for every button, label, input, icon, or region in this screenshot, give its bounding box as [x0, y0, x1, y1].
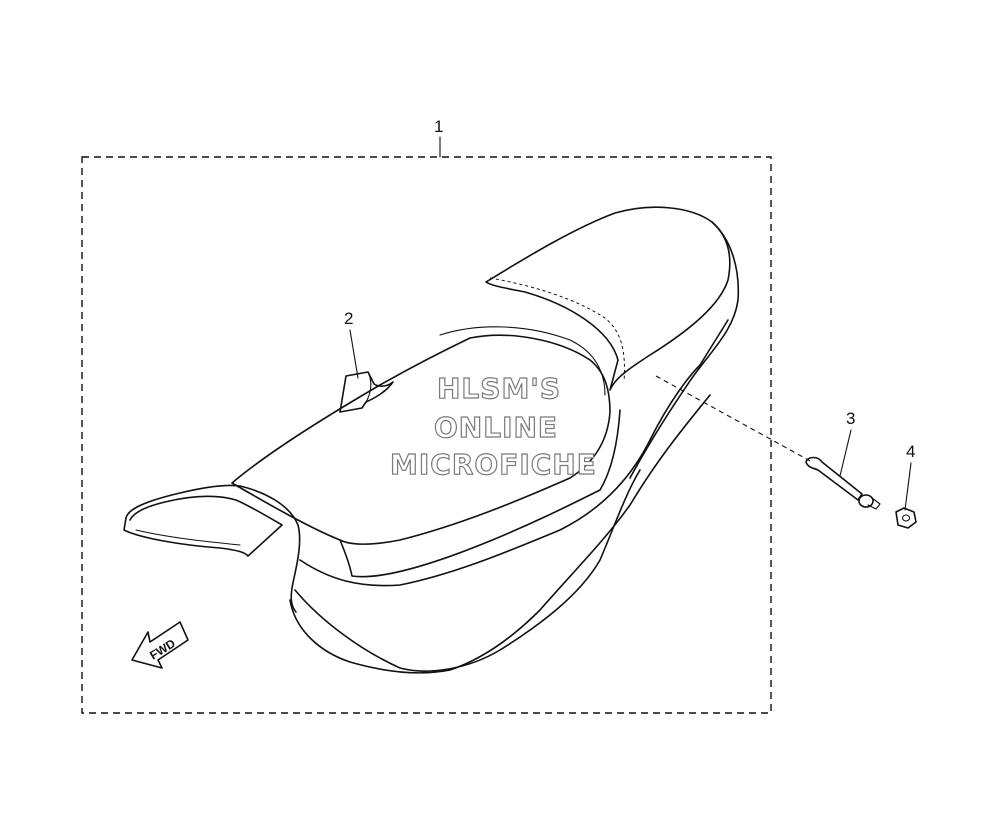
seat-front-tongue — [125, 484, 301, 613]
fwd-arrow-icon — [131, 621, 189, 669]
seat-base — [294, 319, 729, 672]
watermark: HLSM'S ONLINE MICROFICHE — [389, 371, 597, 481]
callout-number-4: 4 — [906, 442, 915, 461]
callout-3-leader — [839, 429, 852, 477]
callout-number-2: 2 — [344, 309, 353, 328]
part-4-nut: 4 — [895, 442, 917, 529]
seat-front-tongue-edge — [135, 529, 241, 546]
part-3-bolt: 3 — [805, 409, 881, 510]
watermark-line-3: MICROFICHE — [390, 448, 597, 481]
seat-skirt — [289, 394, 711, 674]
bolt-head-icon — [858, 494, 874, 508]
part-2-label-tag: 2 — [339, 309, 394, 413]
rear-seat-side-panel — [629, 221, 740, 479]
rear-seat-stitch — [489, 277, 625, 383]
seat-assembly — [123, 206, 740, 674]
rear-seat-cushion — [485, 206, 731, 391]
fwd-direction-indicator: FWD — [131, 621, 189, 669]
watermark-line-2: ONLINE — [434, 411, 558, 444]
label-tag-fold — [365, 371, 372, 403]
seat-assembly-boundary — [81, 156, 772, 714]
callout-number-3: 3 — [846, 409, 855, 428]
callout-4-leader — [904, 462, 912, 511]
front-seat-panel — [439, 326, 606, 396]
bolt-install-path — [655, 375, 813, 463]
seat-front-tongue-inner — [123, 495, 283, 557]
front-seat-side — [339, 409, 621, 578]
bolt-shaft-icon — [805, 456, 863, 501]
bolt-tip-icon — [867, 497, 881, 510]
callout-2-leader — [349, 329, 359, 379]
callout-number-1: 1 — [434, 117, 443, 136]
front-seat-top — [231, 334, 611, 545]
nut-icon — [895, 507, 917, 529]
nut-hole-icon — [901, 514, 911, 522]
watermark-line-1: HLSM'S — [437, 372, 561, 405]
